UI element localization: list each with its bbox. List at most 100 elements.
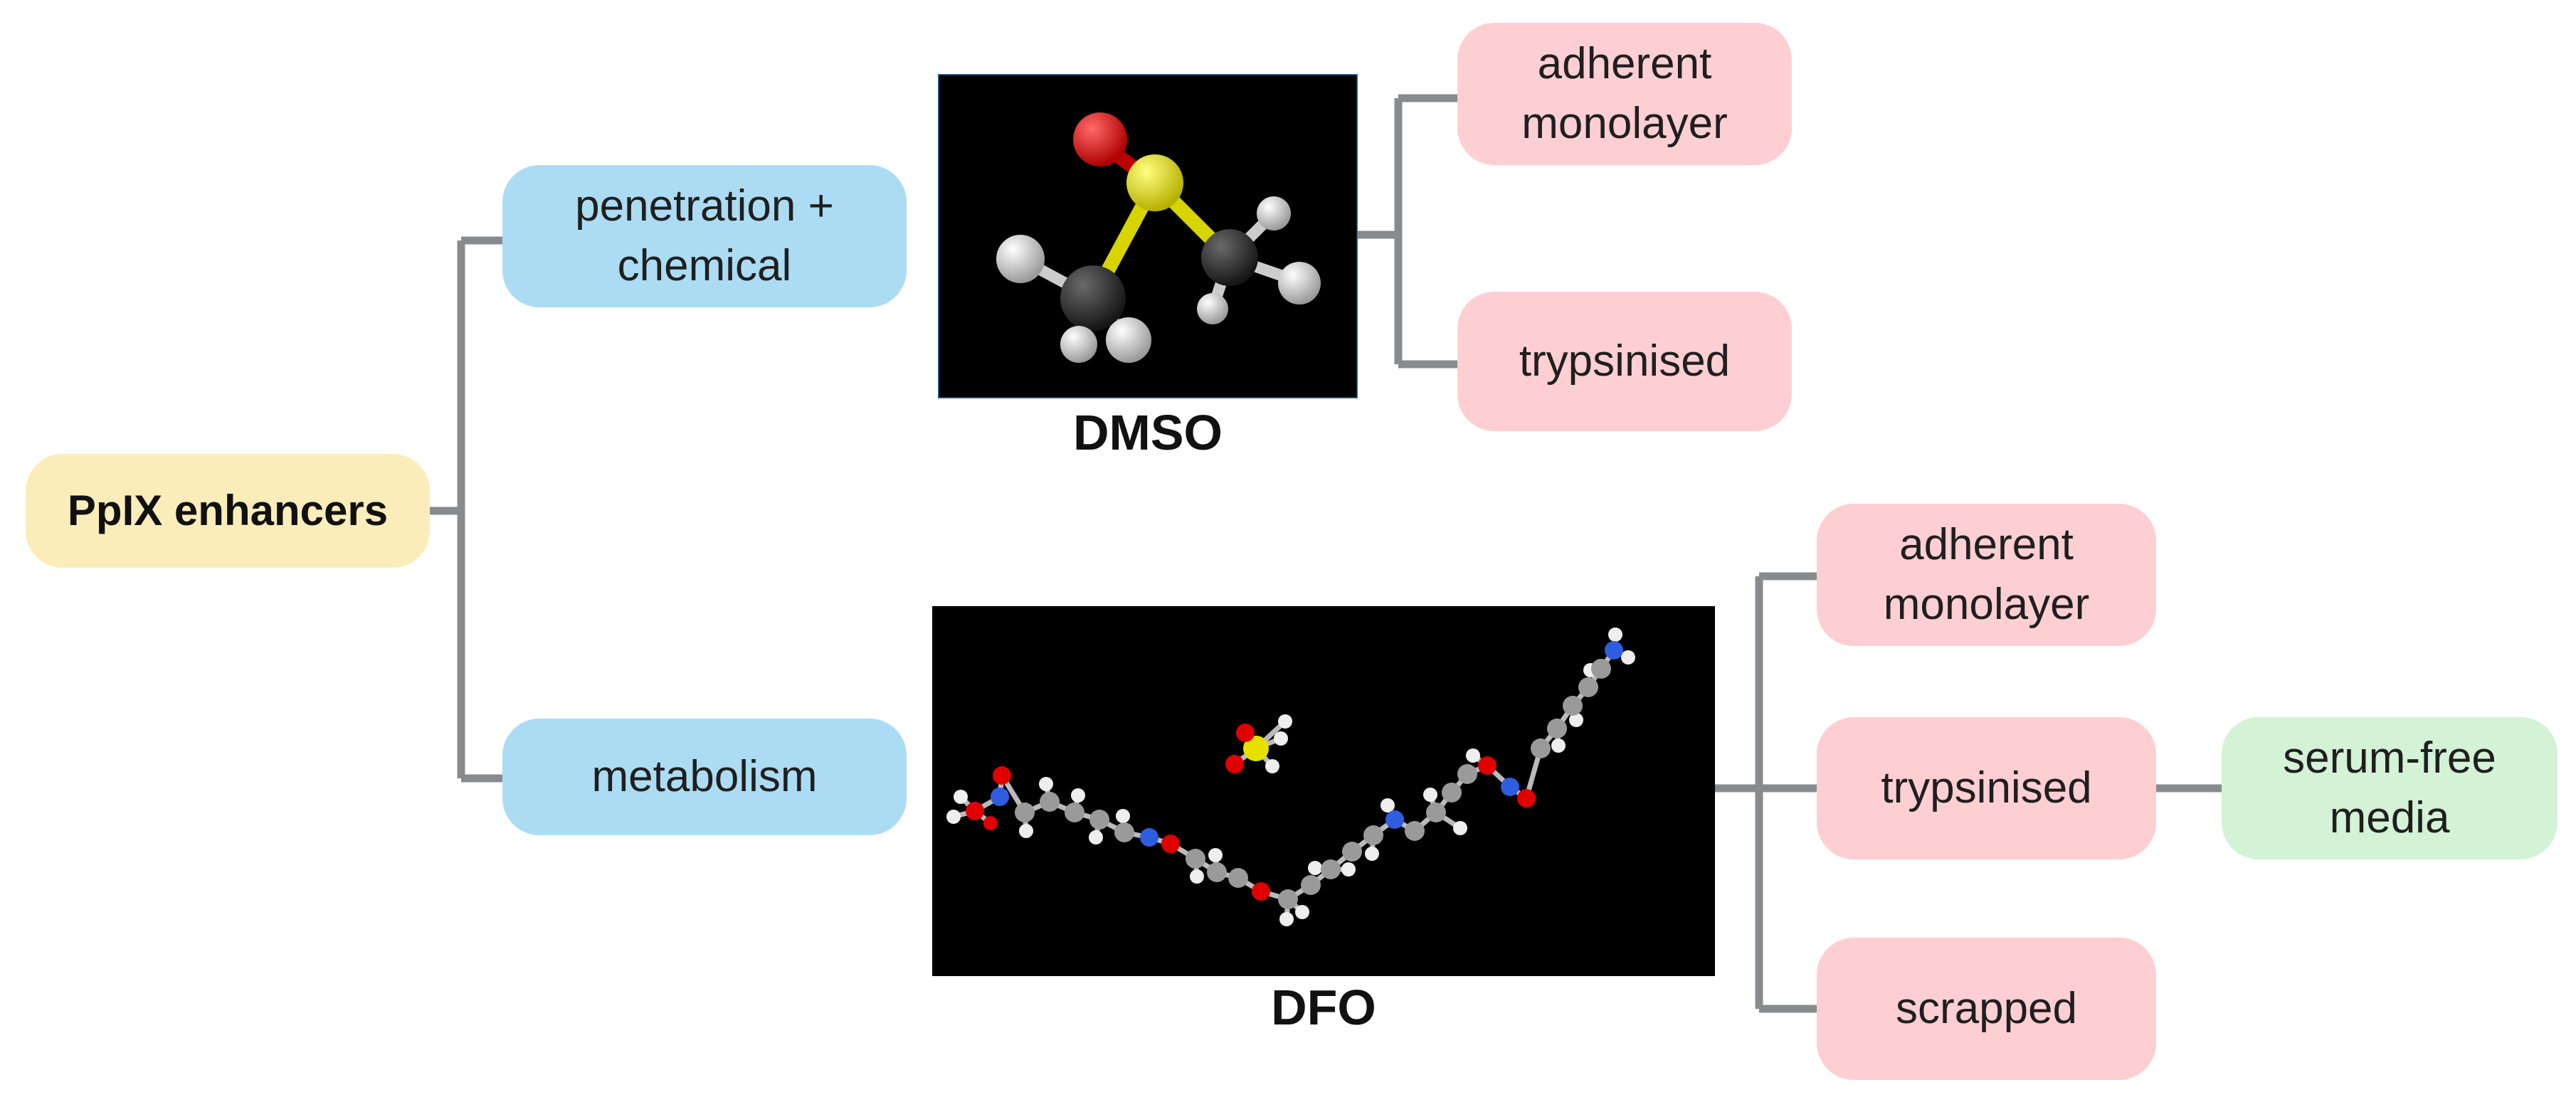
carbon-atom <box>1457 764 1477 784</box>
hydrogen-atom <box>1257 196 1291 231</box>
nitrogen-atom <box>1385 810 1404 829</box>
sub-serum-free-media: serum-free media <box>2222 717 2557 859</box>
hydrogen-atom <box>1308 861 1322 875</box>
method-line: trypsinised <box>1519 337 1731 386</box>
dfo-connector <box>1715 572 1817 1013</box>
hydrogen-atom <box>1365 847 1379 861</box>
hydrogen-atom <box>1466 748 1480 763</box>
dmso-molecule-image <box>938 74 1358 398</box>
root-node: PpIX enhancers <box>26 454 430 568</box>
oxygen-atom <box>993 766 1011 785</box>
sulfur-atom <box>1126 154 1183 211</box>
hydrogen-atom <box>1621 650 1635 664</box>
method-line: adherent <box>1537 39 1712 88</box>
hydrogen-atom <box>1551 738 1566 753</box>
hydrogen-atom <box>1341 862 1356 876</box>
dmso-method-adherent-monolayer: adherent monolayer <box>1457 23 1792 165</box>
hydrogen-atom <box>1381 798 1395 812</box>
method-line: scrapped <box>1895 984 2078 1033</box>
hydrogen-atom <box>1019 824 1033 838</box>
dfo-molecule-image <box>932 606 1715 976</box>
oxygen-atom <box>1252 882 1270 901</box>
carbon-atom <box>1278 889 1298 909</box>
carbon-atom <box>1342 842 1362 862</box>
oxygen-atom <box>1225 755 1244 773</box>
category-metabolism: metabolism <box>502 719 907 835</box>
oxygen-atom <box>1236 724 1255 742</box>
hydrogen-atom <box>954 790 968 804</box>
carbon-atom <box>1186 849 1205 869</box>
hydrogen-atom <box>1265 759 1279 773</box>
dmso-connector <box>1358 94 1457 369</box>
hydrogen-atom <box>1106 317 1151 363</box>
hydrogen-atom <box>996 235 1045 283</box>
sulfur-atom <box>1243 736 1269 761</box>
category-penetration-chemical: penetration + chemical <box>502 165 907 307</box>
root-connector <box>430 236 502 783</box>
oxygen-atom <box>966 802 984 820</box>
method-line: adherent <box>1899 520 2074 569</box>
carbon-atom <box>1301 875 1321 895</box>
nitrogen-atom <box>1140 828 1158 847</box>
dfo-method-scrapped: scrapped <box>1817 938 2156 1080</box>
hydrogen-atom <box>946 810 961 824</box>
oxygen-atom <box>983 816 998 830</box>
method-line: trypsinised <box>1881 763 2092 812</box>
oxygen-atom <box>1478 756 1496 775</box>
category-line: penetration + <box>575 181 834 231</box>
carbon-atom <box>1089 810 1109 830</box>
root-label: PpIX enhancers <box>67 487 389 534</box>
carbon-atom <box>1563 696 1583 716</box>
carbon-atom <box>1201 229 1258 286</box>
dfo-label: DFO <box>1271 980 1376 1035</box>
carbon-atom <box>1426 803 1446 822</box>
hydrogen-atom <box>1190 869 1204 884</box>
carbon-atom <box>1015 803 1035 822</box>
hydrogen-atom <box>1116 809 1130 823</box>
oxygen-atom <box>1073 112 1127 166</box>
sub-line: media <box>2329 793 2450 842</box>
hydrogen-atom <box>1197 293 1228 324</box>
dfo-method-trypsinised: trypsinised <box>1817 717 2156 859</box>
hydrogen-atom <box>1278 714 1292 729</box>
dmso-label: DMSO <box>1073 405 1223 460</box>
hydrogen-atom <box>1608 627 1622 642</box>
hydrogen-atom <box>1060 326 1097 363</box>
hydrogen-atom <box>1208 848 1223 862</box>
hydrogen-atom <box>1569 713 1583 727</box>
hydrogen-atom <box>1278 262 1321 304</box>
nitrogen-atom <box>1605 641 1623 660</box>
carbon-atom <box>1578 677 1598 697</box>
oxygen-atom <box>1517 789 1536 807</box>
hydrogen-atom <box>1039 777 1053 791</box>
nitrogen-atom <box>1501 778 1519 796</box>
dfo-method-adherent-monolayer: adherent monolayer <box>1817 504 2156 646</box>
carbon-atom <box>1207 862 1227 882</box>
nitrogen-atom <box>991 788 1009 806</box>
method-line: monolayer <box>1883 580 2090 629</box>
carbon-atom <box>1531 738 1551 758</box>
method-line: monolayer <box>1521 99 1728 148</box>
carbon-atom <box>1114 822 1134 842</box>
carbon-atom <box>1547 719 1567 738</box>
carbon-atom <box>1065 803 1084 822</box>
carbon-atom <box>1060 265 1126 331</box>
dmso-method-trypsinised: trypsinised <box>1457 292 1792 431</box>
hydrogen-atom <box>1295 905 1309 919</box>
carbon-atom <box>1228 868 1248 888</box>
hydrogen-atom <box>1071 788 1085 803</box>
sub-line: serum-free <box>2283 733 2496 783</box>
category-line: metabolism <box>591 752 818 801</box>
carbon-atom <box>1442 783 1462 803</box>
hydrogen-atom <box>1423 788 1437 802</box>
hydrogen-atom <box>1274 731 1288 746</box>
carbon-atom <box>1363 825 1383 845</box>
category-line: chemical <box>617 241 792 290</box>
hydrogen-atom <box>1089 830 1103 844</box>
carbon-atom <box>1591 659 1611 679</box>
carbon-atom <box>1040 792 1060 812</box>
carbon-atom <box>1321 859 1341 879</box>
oxygen-atom <box>1161 835 1180 853</box>
